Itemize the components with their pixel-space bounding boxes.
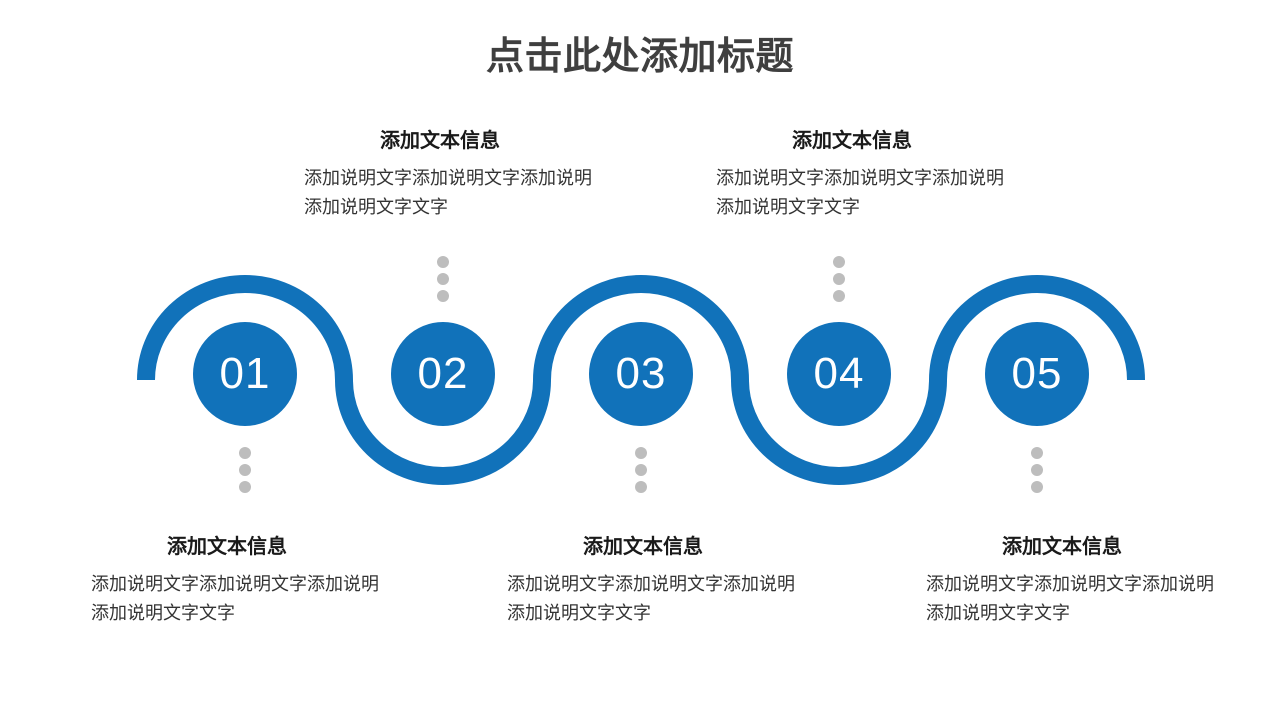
- dot-icon: [833, 273, 845, 285]
- step-circle-02[interactable]: 02: [391, 322, 495, 426]
- dot-icon: [635, 464, 647, 476]
- step-circle-01[interactable]: 01: [193, 322, 297, 426]
- dot-icon: [1031, 464, 1043, 476]
- dot-icon: [635, 481, 647, 493]
- text-block-step-03[interactable]: 添加文本信息 添加说明文字添加说明文字添加说明 添加说明文字文字: [507, 534, 795, 628]
- dot-icon: [833, 290, 845, 302]
- dot-icon: [239, 447, 251, 459]
- text-block-step-04[interactable]: 添加文本信息 添加说明文字添加说明文字添加说明 添加说明文字文字: [716, 128, 1004, 222]
- dots-connector-step-03: [635, 447, 647, 493]
- step-number: 05: [1011, 349, 1063, 398]
- dots-connector-step-04: [833, 256, 845, 302]
- text-block-body-line: 添加说明文字添加说明文字添加说明: [304, 168, 592, 188]
- text-block-heading: 添加文本信息: [380, 130, 500, 152]
- slide-title-placeholder[interactable]: 点击此处添加标题: [485, 36, 794, 78]
- dot-icon: [635, 447, 647, 459]
- text-block-body-line: 添加说明文字文字: [926, 603, 1070, 623]
- dot-icon: [437, 273, 449, 285]
- text-block-body-line: 添加说明文字添加说明文字添加说明: [926, 574, 1214, 594]
- dot-icon: [239, 481, 251, 493]
- step-number: 03: [615, 349, 667, 398]
- text-block-body-line: 添加说明文字文字: [91, 603, 235, 623]
- dot-icon: [1031, 447, 1043, 459]
- dot-icon: [437, 290, 449, 302]
- text-block-body-line: 添加说明文字文字: [304, 197, 448, 217]
- text-block-step-02[interactable]: 添加文本信息 添加说明文字添加说明文字添加说明 添加说明文字文字: [304, 128, 592, 222]
- step-circle-05[interactable]: 05: [985, 322, 1089, 426]
- dot-icon: [833, 256, 845, 268]
- text-block-body-line: 添加说明文字添加说明文字添加说明: [507, 574, 795, 594]
- text-block-heading: 添加文本信息: [583, 536, 703, 558]
- text-block-heading: 添加文本信息: [1002, 536, 1122, 558]
- step-circle-04[interactable]: 04: [787, 322, 891, 426]
- text-block-step-05[interactable]: 添加文本信息 添加说明文字添加说明文字添加说明 添加说明文字文字: [926, 534, 1214, 628]
- dot-icon: [1031, 481, 1043, 493]
- text-block-step-01[interactable]: 添加文本信息 添加说明文字添加说明文字添加说明 添加说明文字文字: [91, 534, 379, 628]
- text-block-body-line: 添加说明文字文字: [507, 603, 651, 623]
- dot-icon: [437, 256, 449, 268]
- text-block-heading: 添加文本信息: [167, 536, 287, 558]
- text-block-body-line: 添加说明文字添加说明文字添加说明: [91, 574, 379, 594]
- step-number: 01: [219, 349, 271, 398]
- text-block-body-line: 添加说明文字文字: [716, 197, 860, 217]
- step-circle-03[interactable]: 03: [589, 322, 693, 426]
- text-block-body-line: 添加说明文字添加说明文字添加说明: [716, 168, 1004, 188]
- step-number: 04: [813, 349, 865, 398]
- dots-connector-step-01: [239, 447, 251, 493]
- text-block-heading: 添加文本信息: [792, 130, 912, 152]
- dots-connector-step-02: [437, 256, 449, 302]
- dots-connector-step-05: [1031, 447, 1043, 493]
- dot-icon: [239, 464, 251, 476]
- step-number: 02: [417, 349, 469, 398]
